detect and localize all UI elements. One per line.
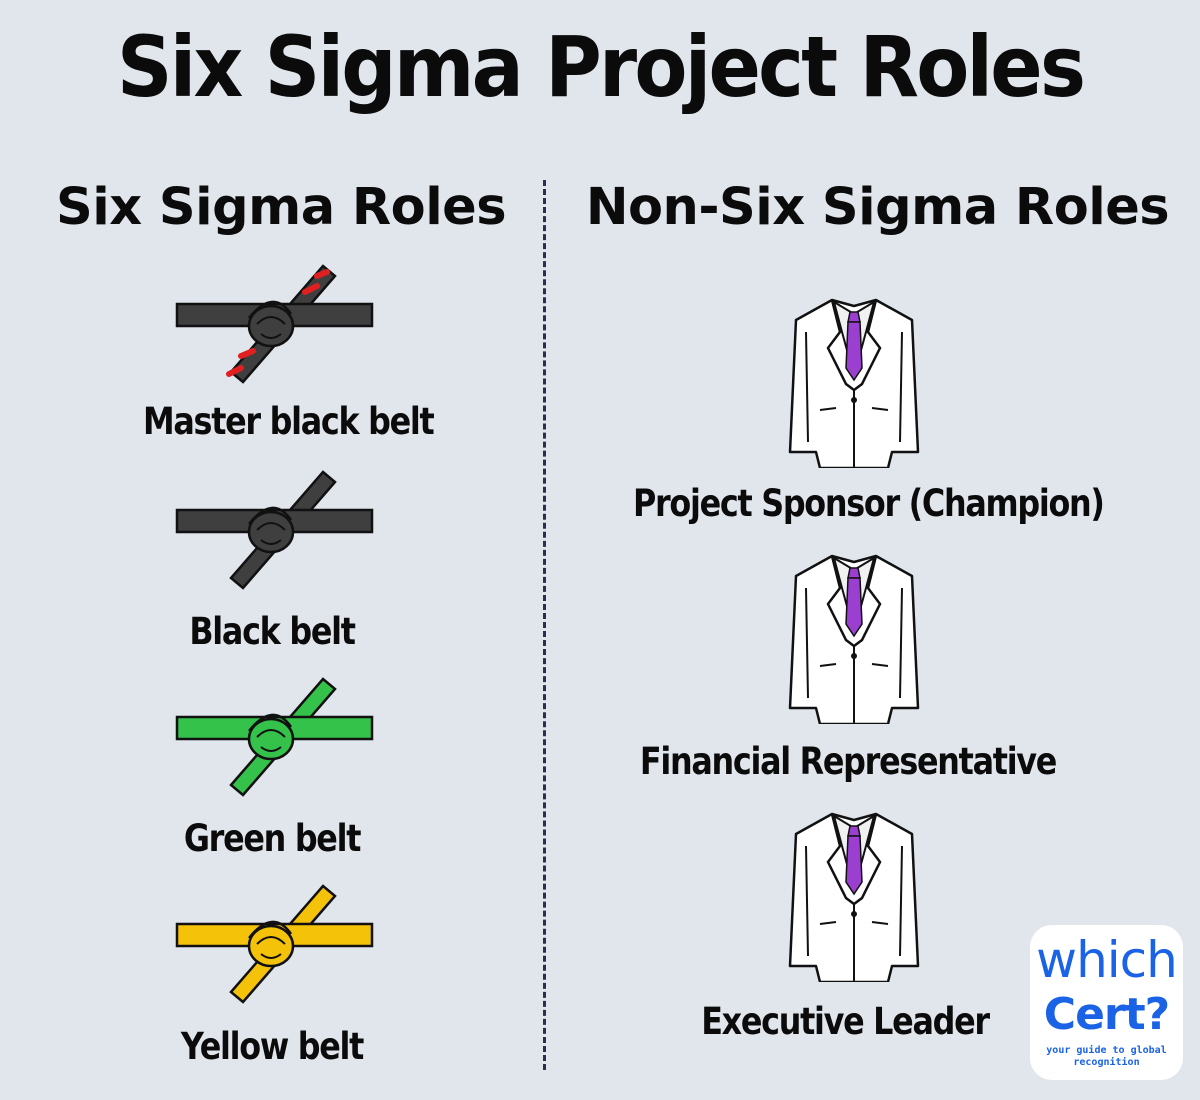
suit-icon — [784, 806, 924, 984]
role-label-executive-leader: Executive Leader — [701, 1000, 990, 1043]
logo-which-text: which — [1036, 931, 1178, 989]
belt-label-black: Black belt — [189, 610, 356, 653]
yellow-belt-icon — [145, 882, 405, 1012]
column-divider — [543, 180, 546, 1070]
belt-label-master-black: Master black belt — [143, 400, 435, 443]
role-label-project-sponsor: Project Sponsor (Champion) — [633, 482, 1105, 525]
green-belt-icon — [145, 675, 405, 805]
suit-icon — [784, 292, 924, 470]
logo-tagline: your guide to global recognition — [1046, 1045, 1167, 1068]
role-label-financial-representative: Financial Representative — [639, 740, 1057, 783]
belt-label-green: Green belt — [183, 817, 362, 860]
black-belt-icon — [145, 468, 405, 598]
master-black-belt-icon — [145, 262, 405, 392]
belt-label-yellow: Yellow belt — [180, 1025, 364, 1068]
whichcert-logo: which Cert? your guide to global recogni… — [1030, 925, 1183, 1080]
logo-cert-text: Cert? — [1043, 989, 1170, 1040]
six-sigma-roles-heading: Six Sigma Roles — [56, 178, 507, 237]
page-title: Six Sigma Project Roles — [116, 18, 1086, 116]
suit-icon — [784, 548, 924, 726]
non-six-sigma-roles-heading: Non-Six Sigma Roles — [585, 178, 1170, 237]
